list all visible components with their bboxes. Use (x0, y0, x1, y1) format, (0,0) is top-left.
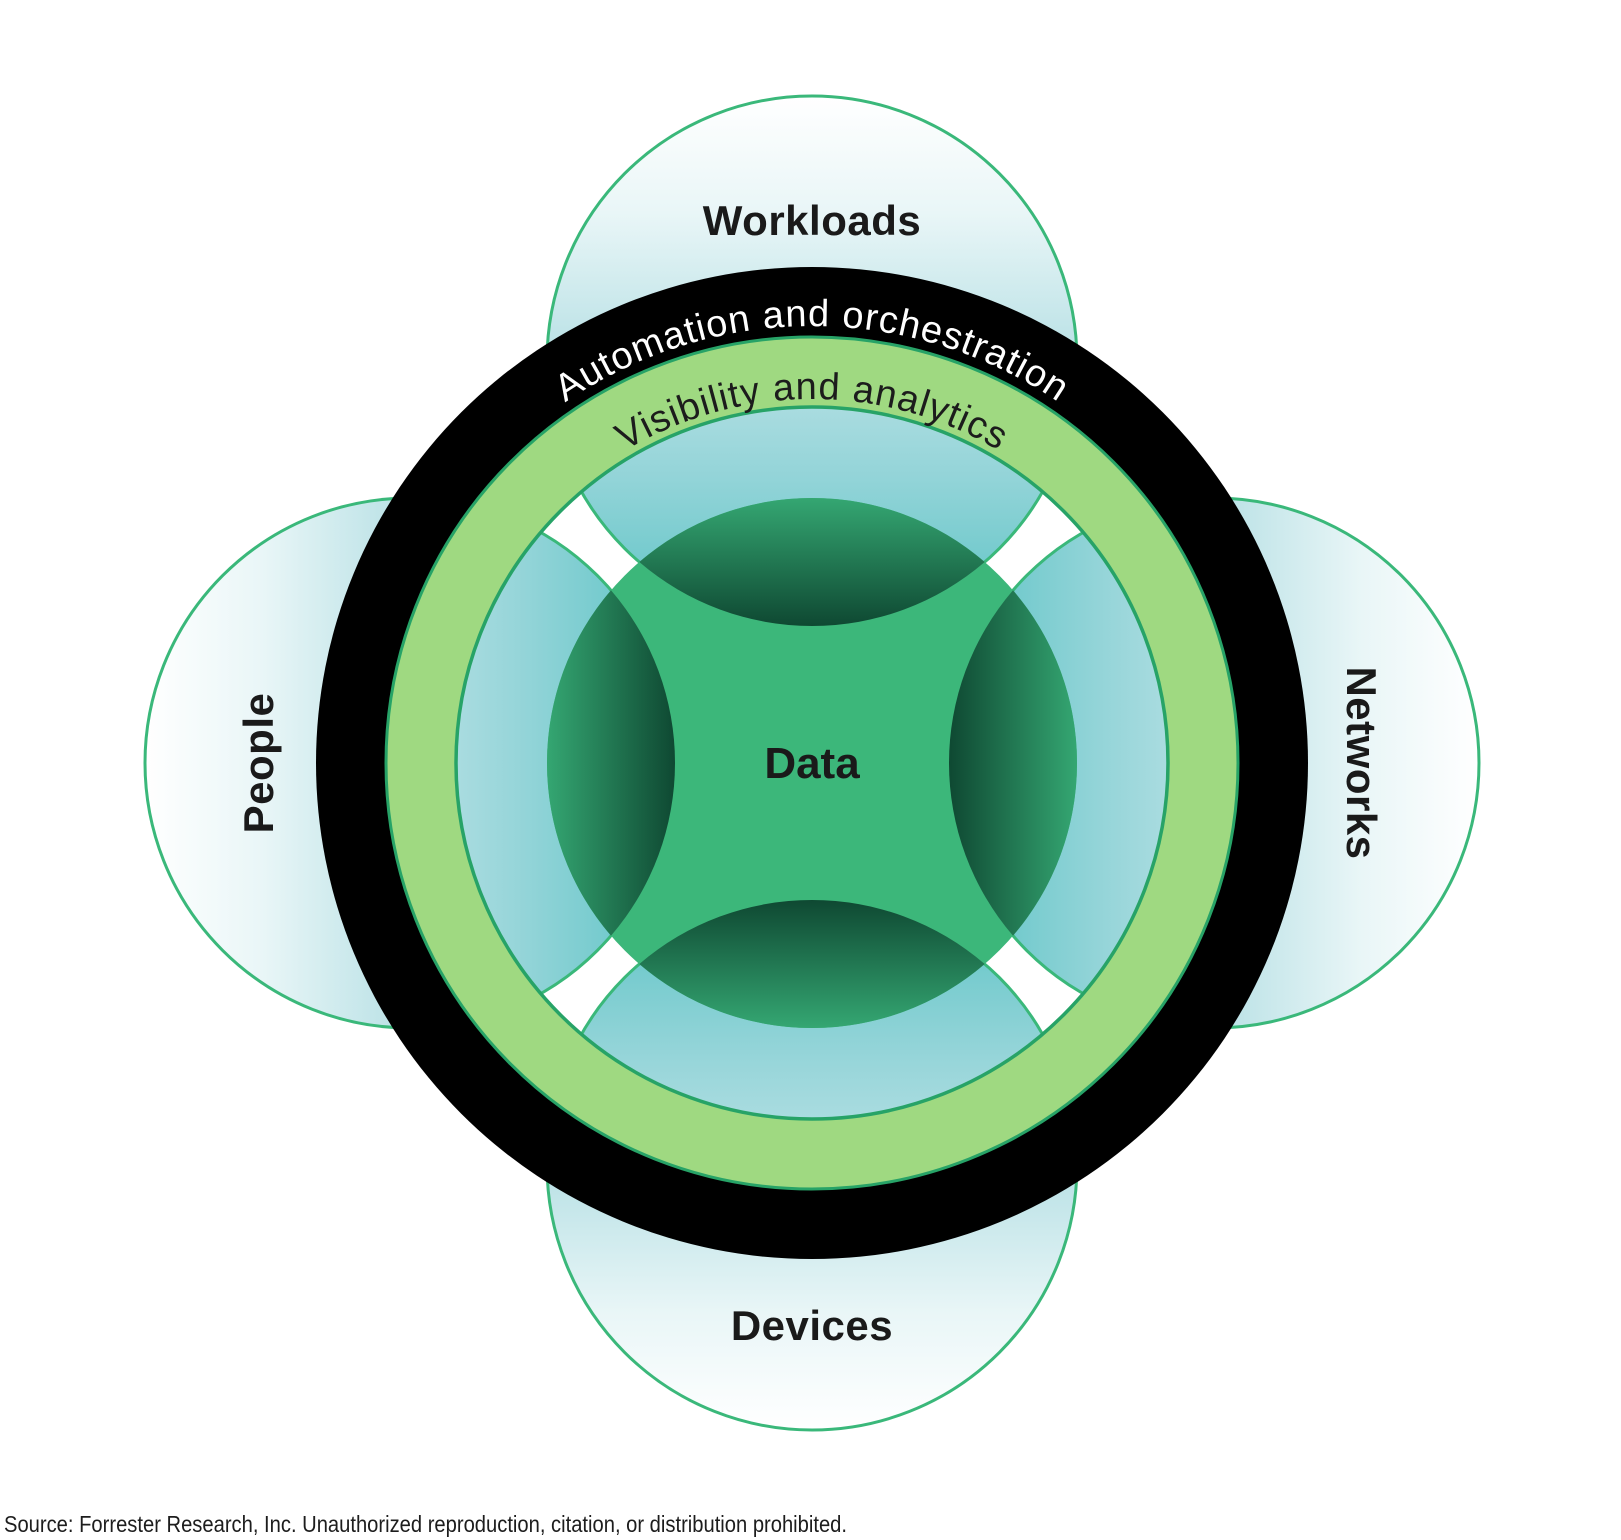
petal-label-networks: Networks (1338, 666, 1385, 859)
data-core (547, 498, 1077, 1028)
source-text: Source: Forrester Research, Inc. Unautho… (4, 1511, 847, 1537)
petal-label-workloads: Workloads (703, 197, 921, 244)
petal-label-people: People (235, 693, 282, 834)
petal-label-devices: Devices (731, 1302, 893, 1349)
data-label: Data (764, 739, 860, 788)
inner-field-border (454, 405, 1170, 1121)
